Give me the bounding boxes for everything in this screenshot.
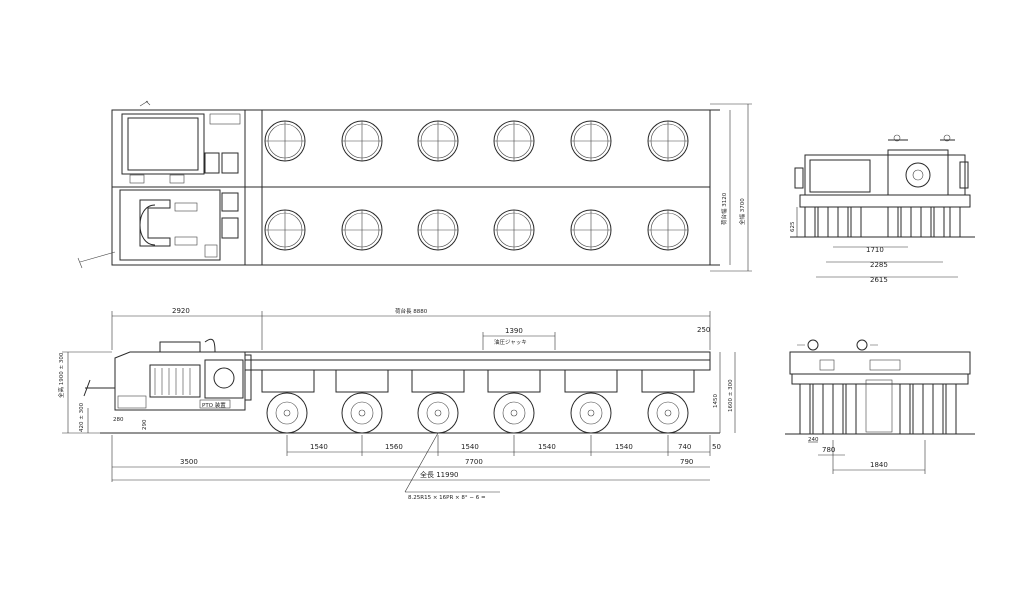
dim-1710: 1710 — [866, 246, 884, 254]
engine-label: PTO 装置 — [202, 401, 226, 409]
dim-height-total: 全高 1900 ± 300 — [57, 352, 65, 398]
dim-rear-50: 50 — [712, 443, 721, 451]
dim-2615: 2615 — [870, 276, 888, 284]
dim-inner-width: 荷台幅 3120 — [720, 192, 728, 225]
suspension-units — [261, 369, 695, 393]
axle-spacing-1: 1540 — [310, 443, 328, 451]
dim-axle-pitch-label: 油圧ジャッキ — [494, 338, 527, 346]
dim-1840: 1840 — [870, 461, 888, 469]
tire-spec: 8.25R15 × 16PR × 8° − 6 = — [408, 495, 486, 501]
dim-625: 625 — [790, 221, 796, 232]
dim-deck-height: 1600 ± 300 — [728, 379, 734, 412]
axle-spacing-4: 1540 — [538, 443, 556, 451]
dim-total-width: 全幅 3700 — [738, 198, 746, 225]
dim-2285: 2285 — [870, 261, 888, 269]
side-view: 2920 荷台長 8880 1390 油圧ジャッキ 250 PTO 装置 — [57, 307, 736, 501]
dim-780: 780 — [822, 446, 835, 454]
dim-axle-pitch: 1390 — [505, 327, 523, 335]
top-view-crosshairs — [265, 121, 688, 250]
dim-rear-gap: 250 — [697, 326, 710, 334]
front-view: 625 1710 2285 2615 — [790, 134, 975, 284]
dim-deck-length: 荷台長 8880 — [395, 307, 428, 315]
dim-wheelbase: 7700 — [465, 458, 483, 466]
top-view: 荷台幅 3120 全幅 3700 — [77, 100, 752, 272]
axle-spacing-2: 1560 — [385, 443, 403, 451]
dim-ground-front: 420 ± 300 — [79, 402, 85, 432]
dim-rear-790: 790 — [680, 458, 693, 466]
rear-view: 240 780 1840 — [785, 339, 975, 474]
dim-total-length: 全長 11990 — [420, 470, 459, 479]
dim-240: 240 — [808, 437, 819, 443]
dim-frame: 1450 — [713, 394, 719, 408]
dim-front-3500: 3500 — [180, 458, 198, 466]
power-unit-side: PTO 装置 — [83, 338, 246, 411]
axle-spacing-5: 1540 — [615, 443, 633, 451]
axle-spacing-3: 1540 — [461, 443, 479, 451]
dim-rear-740: 740 — [678, 443, 691, 451]
cab-top-view — [77, 100, 241, 269]
dim-step-290: 290 — [142, 419, 148, 430]
dim-step-280: 280 — [113, 417, 124, 423]
dim-front-overhang: 2920 — [172, 307, 190, 315]
